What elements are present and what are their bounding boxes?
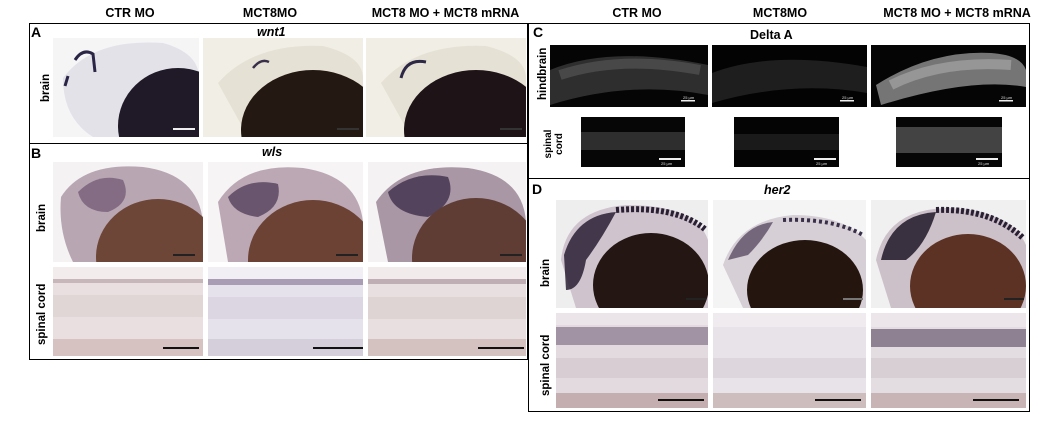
panel-c-spinal-ctr-image: 25 µm xyxy=(581,117,685,167)
her2-brain-rescue xyxy=(871,200,1026,308)
wls-brain-mct8mo xyxy=(208,162,363,262)
her2-brain-mct8mo xyxy=(713,200,866,308)
panel-d-brain-ctr-image xyxy=(556,200,708,308)
panel-c-hindbrain-mct8mo-image: 25 µm xyxy=(712,45,867,107)
panel-b-label: B xyxy=(31,145,42,161)
wnt1-rescue-embryo xyxy=(366,38,526,137)
panel-b-brain-rescue-image xyxy=(368,162,526,262)
panel-d-row-spinal-cord: spinal cord xyxy=(540,334,552,396)
panel-c-title: Delta A xyxy=(750,28,793,42)
wls-spinal-mct8mo xyxy=(208,267,363,356)
panel-a-rescue-image xyxy=(366,38,526,137)
deltaa-hindbrain-ctr xyxy=(550,45,708,107)
panel-b-gene: wls xyxy=(262,145,283,159)
panel-a-label: A xyxy=(31,24,42,40)
header-ctr-mo-left: CTR MO xyxy=(105,6,155,20)
panel-b-spinal-rescue-image xyxy=(368,267,526,356)
deltaa-spinal-rescue xyxy=(896,117,1002,167)
her2-spinal-rescue xyxy=(871,313,1026,408)
scale-label-c-rescue: 25 µm xyxy=(1001,95,1013,100)
wls-brain-rescue xyxy=(368,162,526,262)
divider-a-b xyxy=(29,143,528,144)
right-figure-frame xyxy=(528,23,1030,412)
panel-a-ctr-image xyxy=(53,38,199,137)
panel-b-row-brain: brain xyxy=(36,203,48,232)
panel-a-mct8mo-image xyxy=(203,38,363,137)
scale-label-c-spinal-rescue: 25 µm xyxy=(978,161,990,166)
panel-d-spinal-ctr-image xyxy=(556,313,708,408)
wnt1-ctr-embryo xyxy=(53,38,199,137)
deltaa-spinal-mct8mo xyxy=(734,117,839,167)
panel-c-label: C xyxy=(533,24,544,40)
panel-b-spinal-mct8mo-image xyxy=(208,267,363,356)
panel-b-row-spinal-cord: spinal cord xyxy=(36,283,48,345)
header-mct8mo-right: MCT8MO xyxy=(752,6,808,20)
panel-d-row-brain: brain xyxy=(540,258,552,287)
panel-d-spinal-rescue-image xyxy=(871,313,1026,408)
wls-spinal-rescue xyxy=(368,267,526,356)
panel-b-brain-ctr-image xyxy=(53,162,203,262)
scale-label-c-spinal-mct8mo: 25 µm xyxy=(816,161,828,166)
scale-label-c-mct8mo: 25 µm xyxy=(842,95,854,100)
divider-c-d xyxy=(528,178,1030,179)
panel-a-gene: wnt1 xyxy=(257,25,286,39)
scale-label-c-spinal-ctr: 25 µm xyxy=(661,161,673,166)
header-mct8mo-left: MCT8MO xyxy=(242,6,298,20)
left-figure-frame xyxy=(29,23,528,360)
panel-d-brain-rescue-image xyxy=(871,200,1026,308)
her2-brain-ctr xyxy=(556,200,708,308)
header-rescue-left: MCT8 MO + MCT8 mRNA xyxy=(371,6,520,20)
panel-c-row-hindbrain: hindbrain xyxy=(537,47,549,100)
header-rescue-right: MCT8 MO + MCT8 mRNA xyxy=(883,6,1031,20)
panel-d-brain-mct8mo-image xyxy=(713,200,866,308)
wls-brain-ctr xyxy=(53,162,203,262)
panel-c-spinal-mct8mo-image: 25 µm xyxy=(734,117,839,167)
panel-a-row-brain: brain xyxy=(40,73,52,102)
her2-spinal-mct8mo xyxy=(713,313,866,408)
panel-c-row-spinal-cord: spinal cord xyxy=(543,129,565,159)
deltaa-hindbrain-rescue xyxy=(871,45,1026,107)
panel-d-label: D xyxy=(532,181,543,197)
panel-b-brain-mct8mo-image xyxy=(208,162,363,262)
panel-c-hindbrain-ctr-image: 25 µm xyxy=(550,45,708,107)
deltaa-spinal-ctr xyxy=(581,117,685,167)
panel-d-spinal-mct8mo-image xyxy=(713,313,866,408)
panel-c-spinal-rescue-image: 25 µm xyxy=(896,117,1002,167)
panel-d-gene: her2 xyxy=(764,183,791,197)
deltaa-hindbrain-mct8mo xyxy=(712,45,867,107)
wnt1-mct8mo-embryo xyxy=(203,38,363,137)
header-ctr-mo-right: CTR MO xyxy=(612,6,662,20)
scale-label-c-ctr: 25 µm xyxy=(683,95,695,100)
panel-c-hindbrain-rescue-image: 25 µm xyxy=(871,45,1026,107)
panel-b-spinal-ctr-image xyxy=(53,267,203,356)
her2-spinal-ctr xyxy=(556,313,708,408)
wls-spinal-ctr xyxy=(53,267,203,356)
